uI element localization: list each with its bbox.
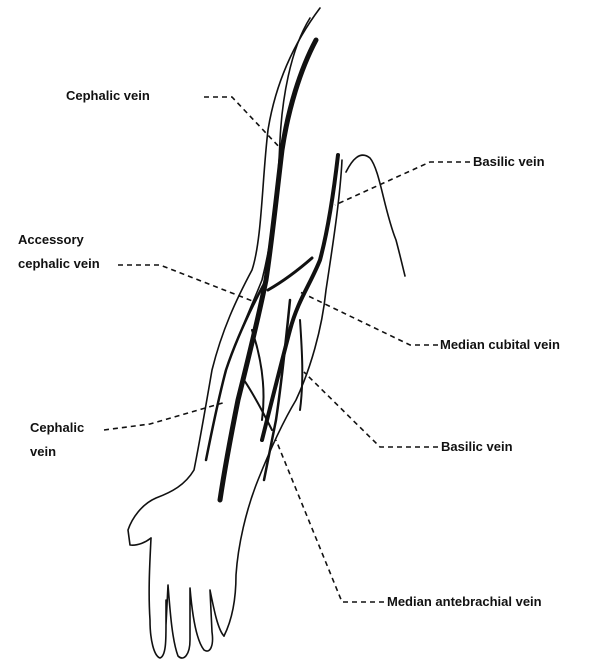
label-basilic-vein-lower: Basilic vein xyxy=(441,439,513,455)
arm-outline-medial-upper xyxy=(346,155,405,276)
leader-median-antebrachial xyxy=(276,440,384,602)
label-median-antebrachial-vein: Median antebrachial vein xyxy=(387,594,542,610)
leader-cephalic-upper xyxy=(204,97,282,150)
leader-basilic-upper xyxy=(335,162,470,205)
branch-vein-1 xyxy=(300,320,302,410)
label-accessory-cephalic-line1: Accessory xyxy=(18,232,84,248)
arm-outline-inner xyxy=(226,18,310,370)
leader-basilic-lower xyxy=(304,372,438,447)
label-cephalic-vein-lower-line2: vein xyxy=(30,444,56,460)
cephalic-vein-upper-path xyxy=(220,40,316,500)
accessory-cephalic-vein-path xyxy=(206,280,266,460)
branch-vein-3 xyxy=(244,380,272,430)
label-cephalic-vein-upper: Cephalic vein xyxy=(66,88,150,104)
median-antebrachial-vein-path xyxy=(264,300,290,480)
label-cephalic-vein-lower-line1: Cephalic xyxy=(30,420,84,436)
leader-median-cubital xyxy=(300,292,438,345)
leader-accessory-cephalic xyxy=(118,265,255,302)
hand-outline xyxy=(149,538,224,658)
label-median-cubital-vein: Median cubital vein xyxy=(440,337,560,353)
label-basilic-vein-upper: Basilic vein xyxy=(473,154,545,170)
leader-cephalic-lower xyxy=(104,402,226,430)
arm-outline-medial xyxy=(224,160,342,636)
basilic-vein-upper-path xyxy=(262,155,338,440)
median-cubital-vein-path xyxy=(268,258,312,290)
label-accessory-cephalic-line2: cephalic vein xyxy=(18,256,100,272)
